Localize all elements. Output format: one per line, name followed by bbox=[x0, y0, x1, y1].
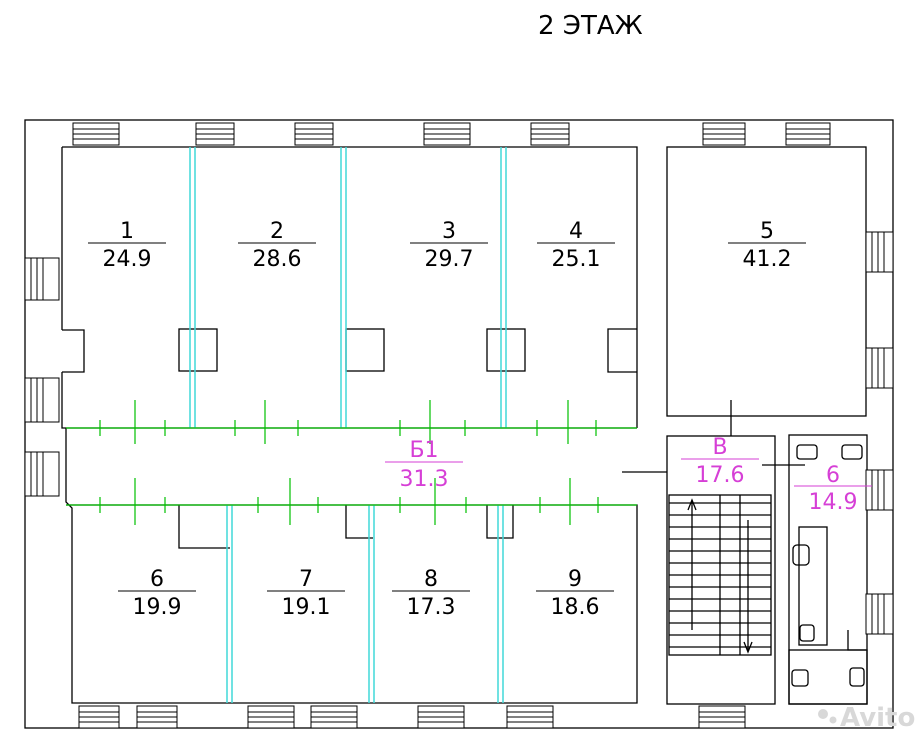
room-3-label: 3 29.7 bbox=[410, 219, 488, 272]
room-9-number: 9 bbox=[568, 567, 582, 592]
room-5-area: 41.2 bbox=[743, 247, 792, 272]
room-4-area: 25.1 bbox=[552, 247, 601, 272]
toilet-block-walls bbox=[788, 434, 868, 705]
windows bbox=[24, 122, 894, 729]
room-1-area: 24.9 bbox=[103, 247, 152, 272]
room-b1-area: 31.3 bbox=[400, 467, 449, 492]
partitions bbox=[189, 147, 507, 703]
room-1-number: 1 bbox=[120, 219, 134, 244]
room-9-label: 9 18.6 bbox=[536, 567, 614, 620]
room-9-area: 18.6 bbox=[551, 595, 600, 620]
room-6-number: 6 bbox=[150, 567, 164, 592]
room-v-number: В bbox=[712, 435, 727, 460]
room-b1-label: Б1 31.3 bbox=[385, 438, 463, 492]
floor-title: 2 ЭТАЖ bbox=[538, 11, 643, 41]
room-3-number: 3 bbox=[442, 219, 456, 244]
room-v-area: 17.6 bbox=[696, 463, 745, 488]
room-3-area: 29.7 bbox=[425, 247, 474, 272]
room-b1-number: Б1 bbox=[409, 438, 438, 463]
watermark-dot-icon bbox=[829, 716, 837, 724]
room-8-area: 17.3 bbox=[407, 595, 456, 620]
room-1-label: 1 24.9 bbox=[88, 219, 166, 272]
watermark-text: Avito bbox=[840, 703, 915, 733]
room-7-label: 7 19.1 bbox=[267, 567, 345, 620]
room-4-number: 4 bbox=[569, 219, 583, 244]
room-5-number: 5 bbox=[760, 219, 774, 244]
room-6b-label: 6 14.9 bbox=[794, 463, 872, 515]
room-labels: 1 24.9 2 28.6 3 29.7 4 25.1 5 41.2 Б1 31… bbox=[88, 219, 872, 620]
stairs-walls bbox=[666, 400, 805, 705]
room-5-walls bbox=[666, 146, 867, 417]
south-rooms-walls bbox=[65, 428, 667, 704]
room-6-label: 6 19.9 bbox=[118, 567, 196, 620]
room-2-area: 28.6 bbox=[253, 247, 302, 272]
room-7-area: 19.1 bbox=[282, 595, 331, 620]
room-8-label: 8 17.3 bbox=[392, 567, 470, 620]
watermark-dot-icon bbox=[818, 709, 828, 719]
room-6-area: 19.9 bbox=[133, 595, 182, 620]
room-4-label: 4 25.1 bbox=[537, 219, 615, 272]
corridor-markings bbox=[66, 400, 637, 525]
room-2-label: 2 28.6 bbox=[238, 219, 316, 272]
room-8-number: 8 bbox=[424, 567, 438, 592]
room-v-label: В 17.6 bbox=[681, 435, 759, 488]
avito-watermark: Avito bbox=[818, 703, 915, 733]
room-5-label: 5 41.2 bbox=[728, 219, 806, 272]
room-7-number: 7 bbox=[299, 567, 313, 592]
room-6b-area: 14.9 bbox=[809, 490, 858, 515]
room-6b-number: 6 bbox=[826, 463, 840, 488]
room-2-number: 2 bbox=[270, 219, 284, 244]
